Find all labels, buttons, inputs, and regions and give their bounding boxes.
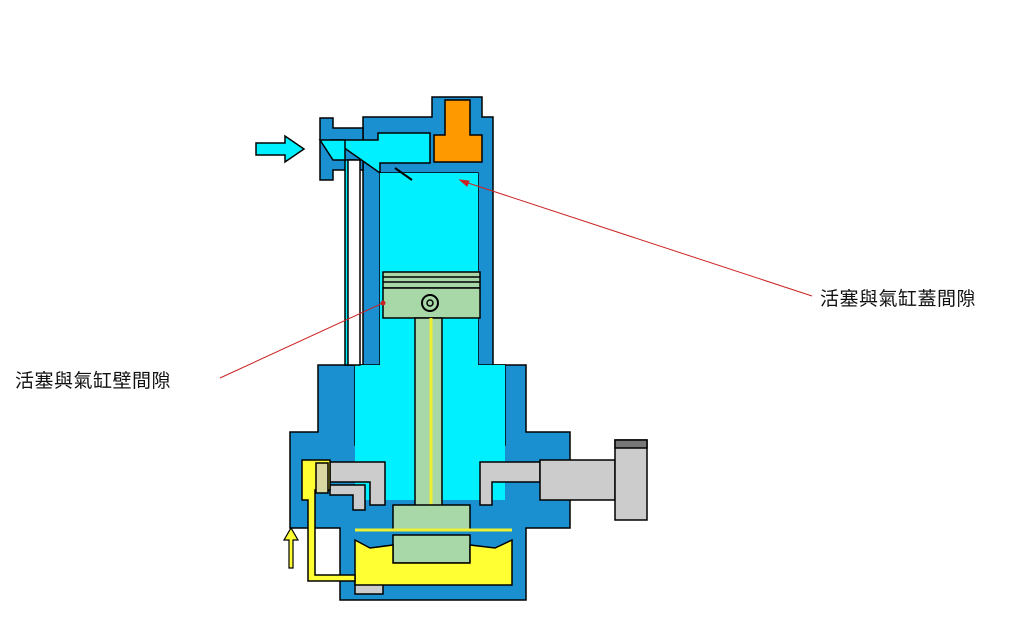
oil-sump xyxy=(354,538,513,586)
crank-parts xyxy=(329,439,648,595)
discharge-valve xyxy=(433,99,483,163)
head-clearance-leader xyxy=(461,180,813,297)
head-clearance-label: 活塞與氣缸蓋間隙 xyxy=(820,288,977,310)
oil-inlet-arrow-icon xyxy=(282,526,300,569)
wall-clearance-label: 活塞與氣缸壁間隙 xyxy=(15,370,172,392)
crosshead xyxy=(392,504,471,531)
wall-clearance-leader xyxy=(219,302,384,379)
piston xyxy=(382,271,481,319)
gas-inlet-arrow-icon xyxy=(255,134,306,164)
piston-rod xyxy=(414,317,443,509)
